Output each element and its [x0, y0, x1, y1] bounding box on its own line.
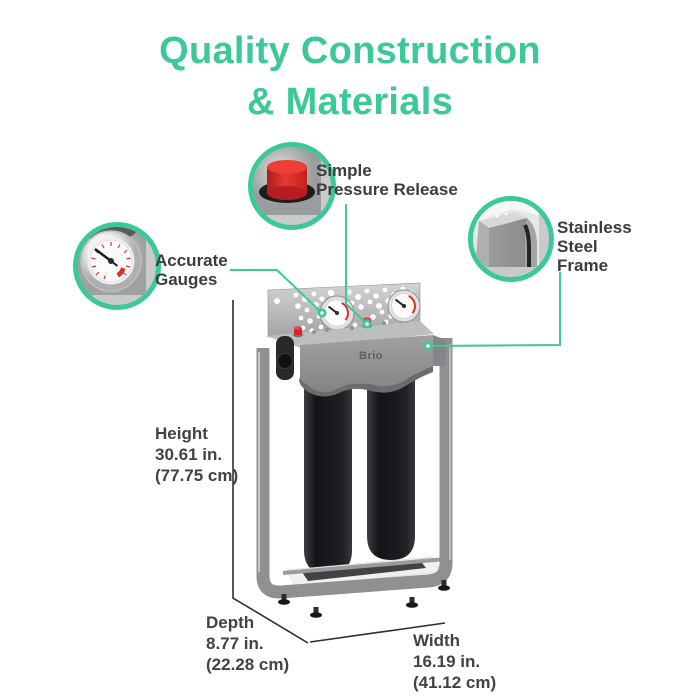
title-line-1: Quality Construction [159, 30, 541, 72]
gauges-label-line-2: Gauges [155, 270, 218, 289]
depth-cm: (22.28 cm) [206, 655, 290, 674]
gauges-label-line-1: Accurate [155, 251, 228, 270]
filter-housing-right [367, 354, 415, 560]
width-name: Width [413, 631, 461, 650]
callout-connectors [230, 204, 561, 347]
width-dimension-line [309, 622, 446, 643]
callout-anchor-dots [317, 308, 433, 351]
pressure-release-label: Simple Pressure Release [316, 161, 458, 199]
top-deck [266, 321, 434, 348]
feet [278, 580, 450, 618]
dimension-lines [232, 300, 446, 644]
filter-housing-left [304, 360, 352, 574]
pressure-release-button-left [293, 326, 303, 338]
connector-pressure-release [345, 204, 368, 325]
frame-label-line-2: Steel [557, 237, 598, 256]
front-cover: Brio [299, 335, 433, 397]
connector-frame [427, 272, 561, 347]
title-line-2: & Materials [246, 81, 454, 123]
pressure-label-line-1: Simple [316, 161, 372, 180]
depth-name: Depth [206, 613, 255, 632]
inlet-pipe [276, 336, 294, 380]
page-title: Quality Construction & Materials [0, 26, 700, 128]
gauges-label: Accurate Gauges [155, 251, 228, 289]
height-depth-dimension-line [232, 300, 309, 644]
width-inches: 16.19 in. [413, 652, 481, 671]
width-cm: (41.12 cm) [413, 673, 497, 692]
depth-dimension-label: Depth 8.77 in. (22.28 cm) [206, 612, 289, 675]
pressure-release-photo-icon [248, 142, 336, 230]
steel-frame-corner-photo-icon [468, 196, 554, 282]
height-dimension-label: Height 30.61 in. (77.75 cm) [155, 423, 238, 486]
water-filter-system: Brio [256, 282, 453, 618]
brand-logo: Brio [359, 350, 383, 362]
height-name: Height [155, 424, 208, 443]
frame-label-line-1: Stainless [557, 218, 632, 237]
connector-gauges [230, 269, 323, 314]
frame-label-line-3: Frame [557, 256, 609, 275]
pressure-gauge-photo-icon [73, 222, 161, 310]
pressure-label-line-2: Pressure Release [316, 180, 458, 199]
width-dimension-label: Width 16.19 in. (41.12 cm) [413, 630, 496, 693]
steel-frame [256, 335, 453, 599]
height-inches: 30.61 in. [155, 445, 223, 464]
frame-label: Stainless Steel Frame [557, 218, 632, 275]
height-cm: (77.75 cm) [155, 466, 239, 485]
depth-inches: 8.77 in. [206, 634, 264, 653]
